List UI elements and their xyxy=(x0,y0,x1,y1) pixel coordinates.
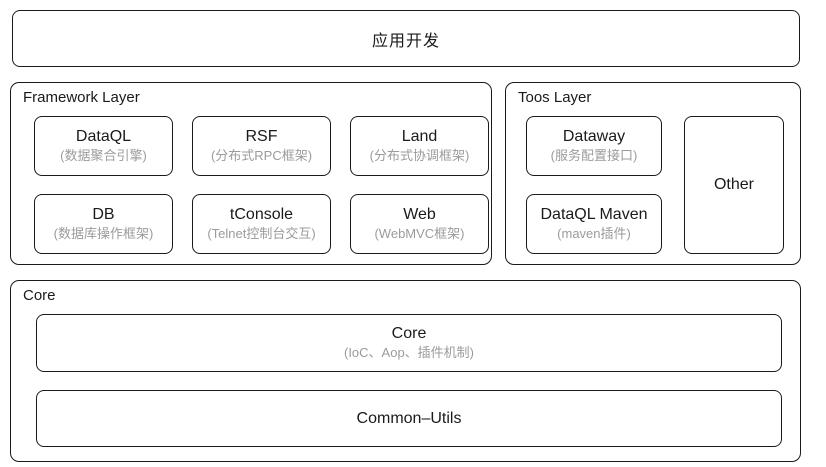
box-land: Land (分布式协调框架) xyxy=(350,116,489,176)
box-dataql-maven: DataQL Maven (maven插件) xyxy=(526,194,662,254)
box-dataql-maven-title: DataQL Maven xyxy=(540,206,648,224)
box-core-title: Core xyxy=(391,325,427,343)
core-layer-label: Core xyxy=(23,287,56,304)
box-rsf-subtitle: (分布式RPC框架) xyxy=(210,148,313,164)
box-db: DB (数据库操作框架) xyxy=(34,194,173,254)
box-dataway-title: Dataway xyxy=(562,128,626,146)
box-web-title: Web xyxy=(403,206,436,224)
box-common-utils: Common–Utils xyxy=(36,390,782,447)
box-core-subtitle: (IoC、Aop、插件机制) xyxy=(343,345,475,361)
app-dev-box: 应用开发 xyxy=(12,10,800,67)
box-web: Web (WebMVC框架) xyxy=(350,194,489,254)
box-dataql-title: DataQL xyxy=(75,128,132,146)
app-dev-label: 应用开发 xyxy=(371,32,440,50)
tools-layer-label: Toos Layer xyxy=(518,89,592,106)
box-land-subtitle: (分布式协调框架) xyxy=(369,148,470,164)
box-dataway: Dataway (服务配置接口) xyxy=(526,116,662,176)
box-dataql: DataQL (数据聚合引擎) xyxy=(34,116,173,176)
box-dataway-subtitle: (服务配置接口) xyxy=(550,148,638,164)
box-other-title: Other xyxy=(713,176,754,194)
framework-layer-box: Framework Layer DataQL (数据聚合引擎) RSF (分布式… xyxy=(10,82,492,265)
box-tconsole: tConsole (Telnet控制台交互) xyxy=(192,194,331,254)
box-db-title: DB xyxy=(92,206,115,224)
box-db-subtitle: (数据库操作框架) xyxy=(53,226,154,242)
box-core: Core (IoC、Aop、插件机制) xyxy=(36,314,782,372)
box-rsf-title: RSF xyxy=(245,128,278,146)
box-rsf: RSF (分布式RPC框架) xyxy=(192,116,331,176)
box-other: Other xyxy=(684,116,784,254)
box-dataql-maven-subtitle: (maven插件) xyxy=(557,226,631,242)
box-dataql-subtitle: (数据聚合引擎) xyxy=(60,148,147,164)
box-common-utils-title: Common–Utils xyxy=(356,409,462,427)
framework-layer-label: Framework Layer xyxy=(23,89,140,106)
tools-layer-box: Toos Layer Dataway (服务配置接口) DataQL Maven… xyxy=(505,82,801,265)
box-tconsole-subtitle: (Telnet控制台交互) xyxy=(207,226,316,242)
box-tconsole-title: tConsole xyxy=(229,206,294,224)
core-layer-box: Core Core (IoC、Aop、插件机制) Common–Utils xyxy=(10,280,801,462)
box-web-subtitle: (WebMVC框架) xyxy=(374,226,465,242)
framework-grid: DataQL (数据聚合引擎) RSF (分布式RPC框架) Land (分布式… xyxy=(34,116,489,254)
box-land-title: Land xyxy=(401,128,438,146)
